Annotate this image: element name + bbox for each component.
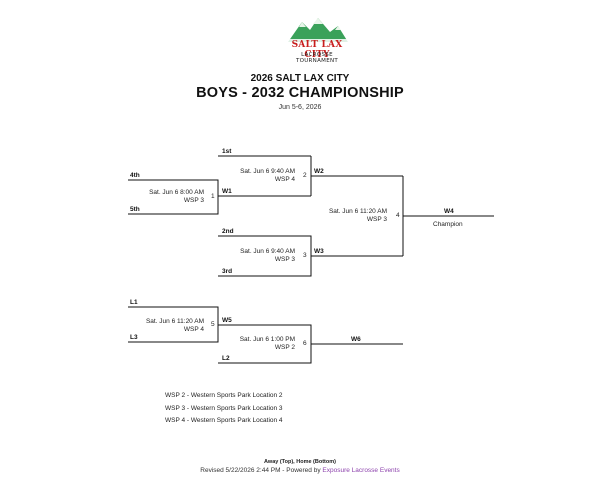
game-5-info: Sat. Jun 6 11:20 AM WSP 4 [114,318,204,334]
game-6-venue: WSP 2 [274,344,295,351]
game-1-time: Sat. Jun 6 8:00 AM [149,189,204,196]
game-6-time: Sat. Jun 6 1:00 PM [239,336,295,343]
game-4-info: Sat. Jun 6 11:20 AM WSP 3 [298,208,387,224]
game-1-info: Sat. Jun 6 8:00 AM WSP 3 [118,189,204,205]
game-6-info: Sat. Jun 6 1:00 PM WSP 2 [208,336,295,352]
mountain-logo-icon [286,18,348,52]
seed-l2: L2 [222,355,230,362]
game-3-venue: WSP 3 [274,256,295,263]
seed-3rd: 3rd [222,268,233,275]
game-3-time: Sat. Jun 6 9:40 AM [240,248,295,255]
logo-title: SALT LAX CITY [291,40,343,60]
game-2-time: Sat. Jun 6 9:40 AM [240,168,295,175]
event-title: 2026 SALT LAX CITY [250,73,350,84]
footer-note: Away (Top), Home (Bottom) [264,459,336,465]
game-4-venue: WSP 3 [366,216,387,223]
exposure-link[interactable]: Exposure Lacrosse Events [322,467,400,474]
seed-l1: L1 [130,299,138,306]
seed-5th: 5th [130,206,140,213]
winner-w5: W5 [222,317,232,324]
logo-subtitle: LACROSSE TOURNAMENT [295,52,339,64]
tournament-logo: SALT LAX CITY LACROSSE TOURNAMENT [282,14,352,64]
seed-2nd: 2nd [222,228,234,235]
game-5-number: 5 [211,321,215,328]
winner-w3: W3 [314,248,324,255]
winner-w4: W4 [444,208,454,215]
division-title: BOYS - 2032 CHAMPIONSHIP [196,85,404,101]
seed-1st: 1st [222,148,232,155]
seed-4th: 4th [130,172,140,179]
legend-item: WSP 3 - Western Sports Park Location 3 [165,405,283,412]
event-dates: Jun 5-6, 2026 [278,104,322,111]
seed-l3: L3 [130,334,138,341]
game-1-connector [128,179,219,215]
game-4-time: Sat. Jun 6 11:20 AM [328,208,387,215]
game-5-time: Sat. Jun 6 11:20 AM [145,318,204,325]
game-5-venue: WSP 4 [183,326,204,333]
game-2-info: Sat. Jun 6 9:40 AM WSP 4 [208,168,295,184]
winner-w2: W2 [314,168,324,175]
game-2-venue: WSP 4 [274,176,295,183]
game-1-number: 1 [211,193,215,200]
game-6-number: 6 [303,340,307,347]
game-1-venue: WSP 3 [183,197,204,204]
footer-revised: Revised 5/22/2026 2:44 PM - Powered by E… [0,467,600,474]
game-4-number: 4 [396,212,400,219]
champion-label: Champion [433,221,463,228]
game-3-number: 3 [303,252,307,259]
legend-item: WSP 2 - Western Sports Park Location 2 [165,392,283,399]
revised-text: Revised 5/22/2026 2:44 PM - Powered by [200,467,321,474]
legend-item: WSP 4 - Western Sports Park Location 4 [165,417,283,424]
winner-w1: W1 [222,188,232,195]
game-3-info: Sat. Jun 6 9:40 AM WSP 3 [208,248,295,264]
game-2-number: 2 [303,172,307,179]
winner-w6: W6 [351,336,361,343]
